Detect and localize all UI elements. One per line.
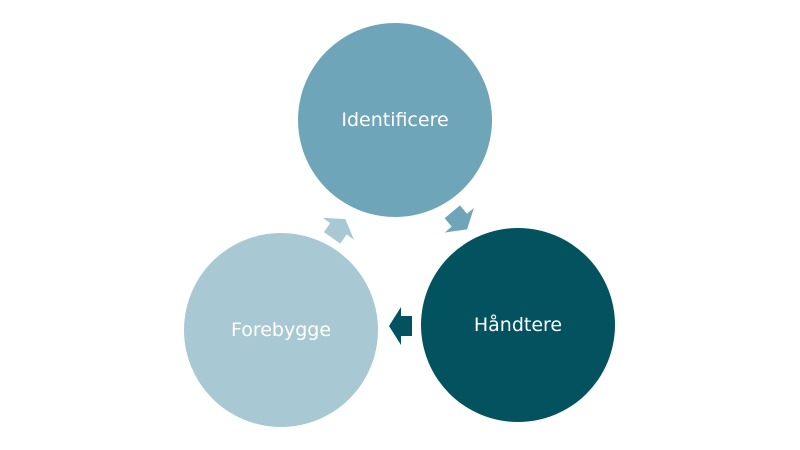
- node-label: Forebygge: [230, 319, 332, 341]
- node-handtere: Håndtere: [421, 228, 615, 422]
- node-label: Identificere: [341, 109, 449, 131]
- arrow-identificere-to-handtere: [444, 205, 474, 233]
- node-label: Håndtere: [473, 314, 563, 336]
- arrow-handtere-to-forebygge: [389, 307, 412, 345]
- node-forebygge: Forebygge: [184, 233, 378, 427]
- node-identificere: Identificere: [298, 23, 492, 217]
- arrow-forebygge-to-identificere: [322, 217, 354, 244]
